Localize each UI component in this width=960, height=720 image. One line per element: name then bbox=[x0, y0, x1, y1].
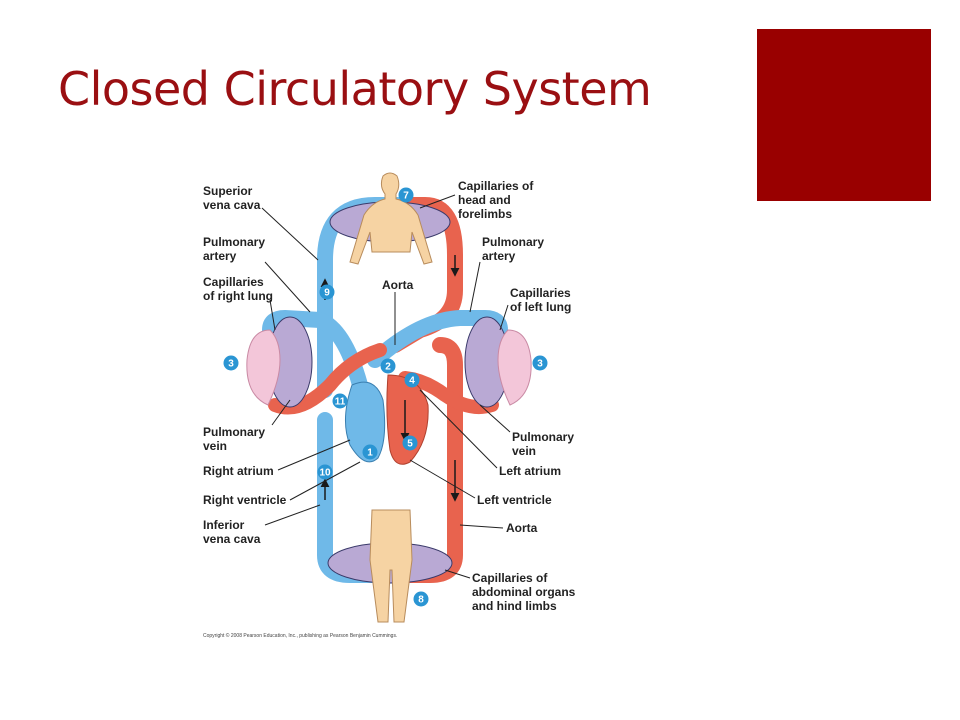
leader-line bbox=[459, 524, 504, 529]
svg-text:8: 8 bbox=[418, 595, 424, 606]
svg-text:1: 1 bbox=[367, 448, 373, 459]
label-right-ventricle: Right ventricle bbox=[203, 493, 287, 507]
badge-11: 11 bbox=[332, 393, 348, 409]
svg-text:3: 3 bbox=[537, 359, 543, 370]
label-left-ventricle: Left ventricle bbox=[477, 493, 552, 507]
number-badges: 7 9 3 3 2 4 11 5 1 10 8 bbox=[223, 187, 548, 607]
leader-line bbox=[264, 261, 311, 313]
svg-text:10: 10 bbox=[319, 468, 331, 479]
label-aorta-bottom: Aorta bbox=[506, 521, 538, 535]
leader-line bbox=[499, 304, 509, 331]
leader-line bbox=[419, 389, 498, 469]
leader-line bbox=[289, 461, 361, 501]
svg-text:4: 4 bbox=[409, 376, 415, 387]
badge-2: 2 bbox=[380, 358, 396, 374]
right-lung bbox=[246, 329, 281, 406]
svg-text:5: 5 bbox=[407, 439, 413, 450]
slide-title: Closed Circulatory System bbox=[58, 62, 652, 116]
leader-line bbox=[469, 261, 481, 313]
svg-text:9: 9 bbox=[324, 288, 330, 299]
badge-5: 5 bbox=[402, 435, 418, 451]
leader-line bbox=[264, 504, 321, 526]
label-aorta-top: Aorta bbox=[382, 278, 414, 292]
leader-lines bbox=[261, 194, 511, 579]
svg-text:3: 3 bbox=[228, 359, 234, 370]
label-right-atrium: Right atrium bbox=[203, 464, 274, 478]
upper-body-figure bbox=[349, 172, 433, 265]
badge-3-left: 3 bbox=[223, 355, 239, 371]
leader-line bbox=[444, 569, 471, 579]
capillary-beds bbox=[267, 201, 510, 584]
svg-text:7: 7 bbox=[403, 191, 409, 202]
badge-10: 10 bbox=[317, 464, 333, 480]
badge-7: 7 bbox=[398, 187, 414, 203]
leader-line bbox=[261, 207, 319, 261]
svg-text:2: 2 bbox=[385, 362, 391, 373]
leader-line bbox=[277, 439, 351, 471]
svg-text:11: 11 bbox=[335, 397, 346, 408]
leader-line bbox=[479, 404, 511, 433]
leader-line bbox=[419, 194, 456, 209]
lower-body-figure bbox=[369, 509, 413, 623]
heart-right-side bbox=[345, 381, 386, 463]
badge-9: 9 bbox=[319, 284, 335, 300]
leader-line bbox=[271, 399, 291, 426]
badge-8: 8 bbox=[413, 591, 429, 607]
left-lung bbox=[497, 329, 532, 406]
badge-4: 4 bbox=[404, 372, 420, 388]
badge-1: 1 bbox=[362, 444, 378, 460]
accent-square bbox=[757, 29, 931, 201]
heart-left-side bbox=[386, 374, 429, 465]
badge-3-right: 3 bbox=[532, 355, 548, 371]
copyright-text: Copyright © 2008 Pearson Education, Inc.… bbox=[203, 632, 397, 639]
leader-line bbox=[269, 299, 276, 331]
leader-line bbox=[409, 459, 476, 499]
label-left-atrium: Left atrium bbox=[499, 464, 561, 478]
